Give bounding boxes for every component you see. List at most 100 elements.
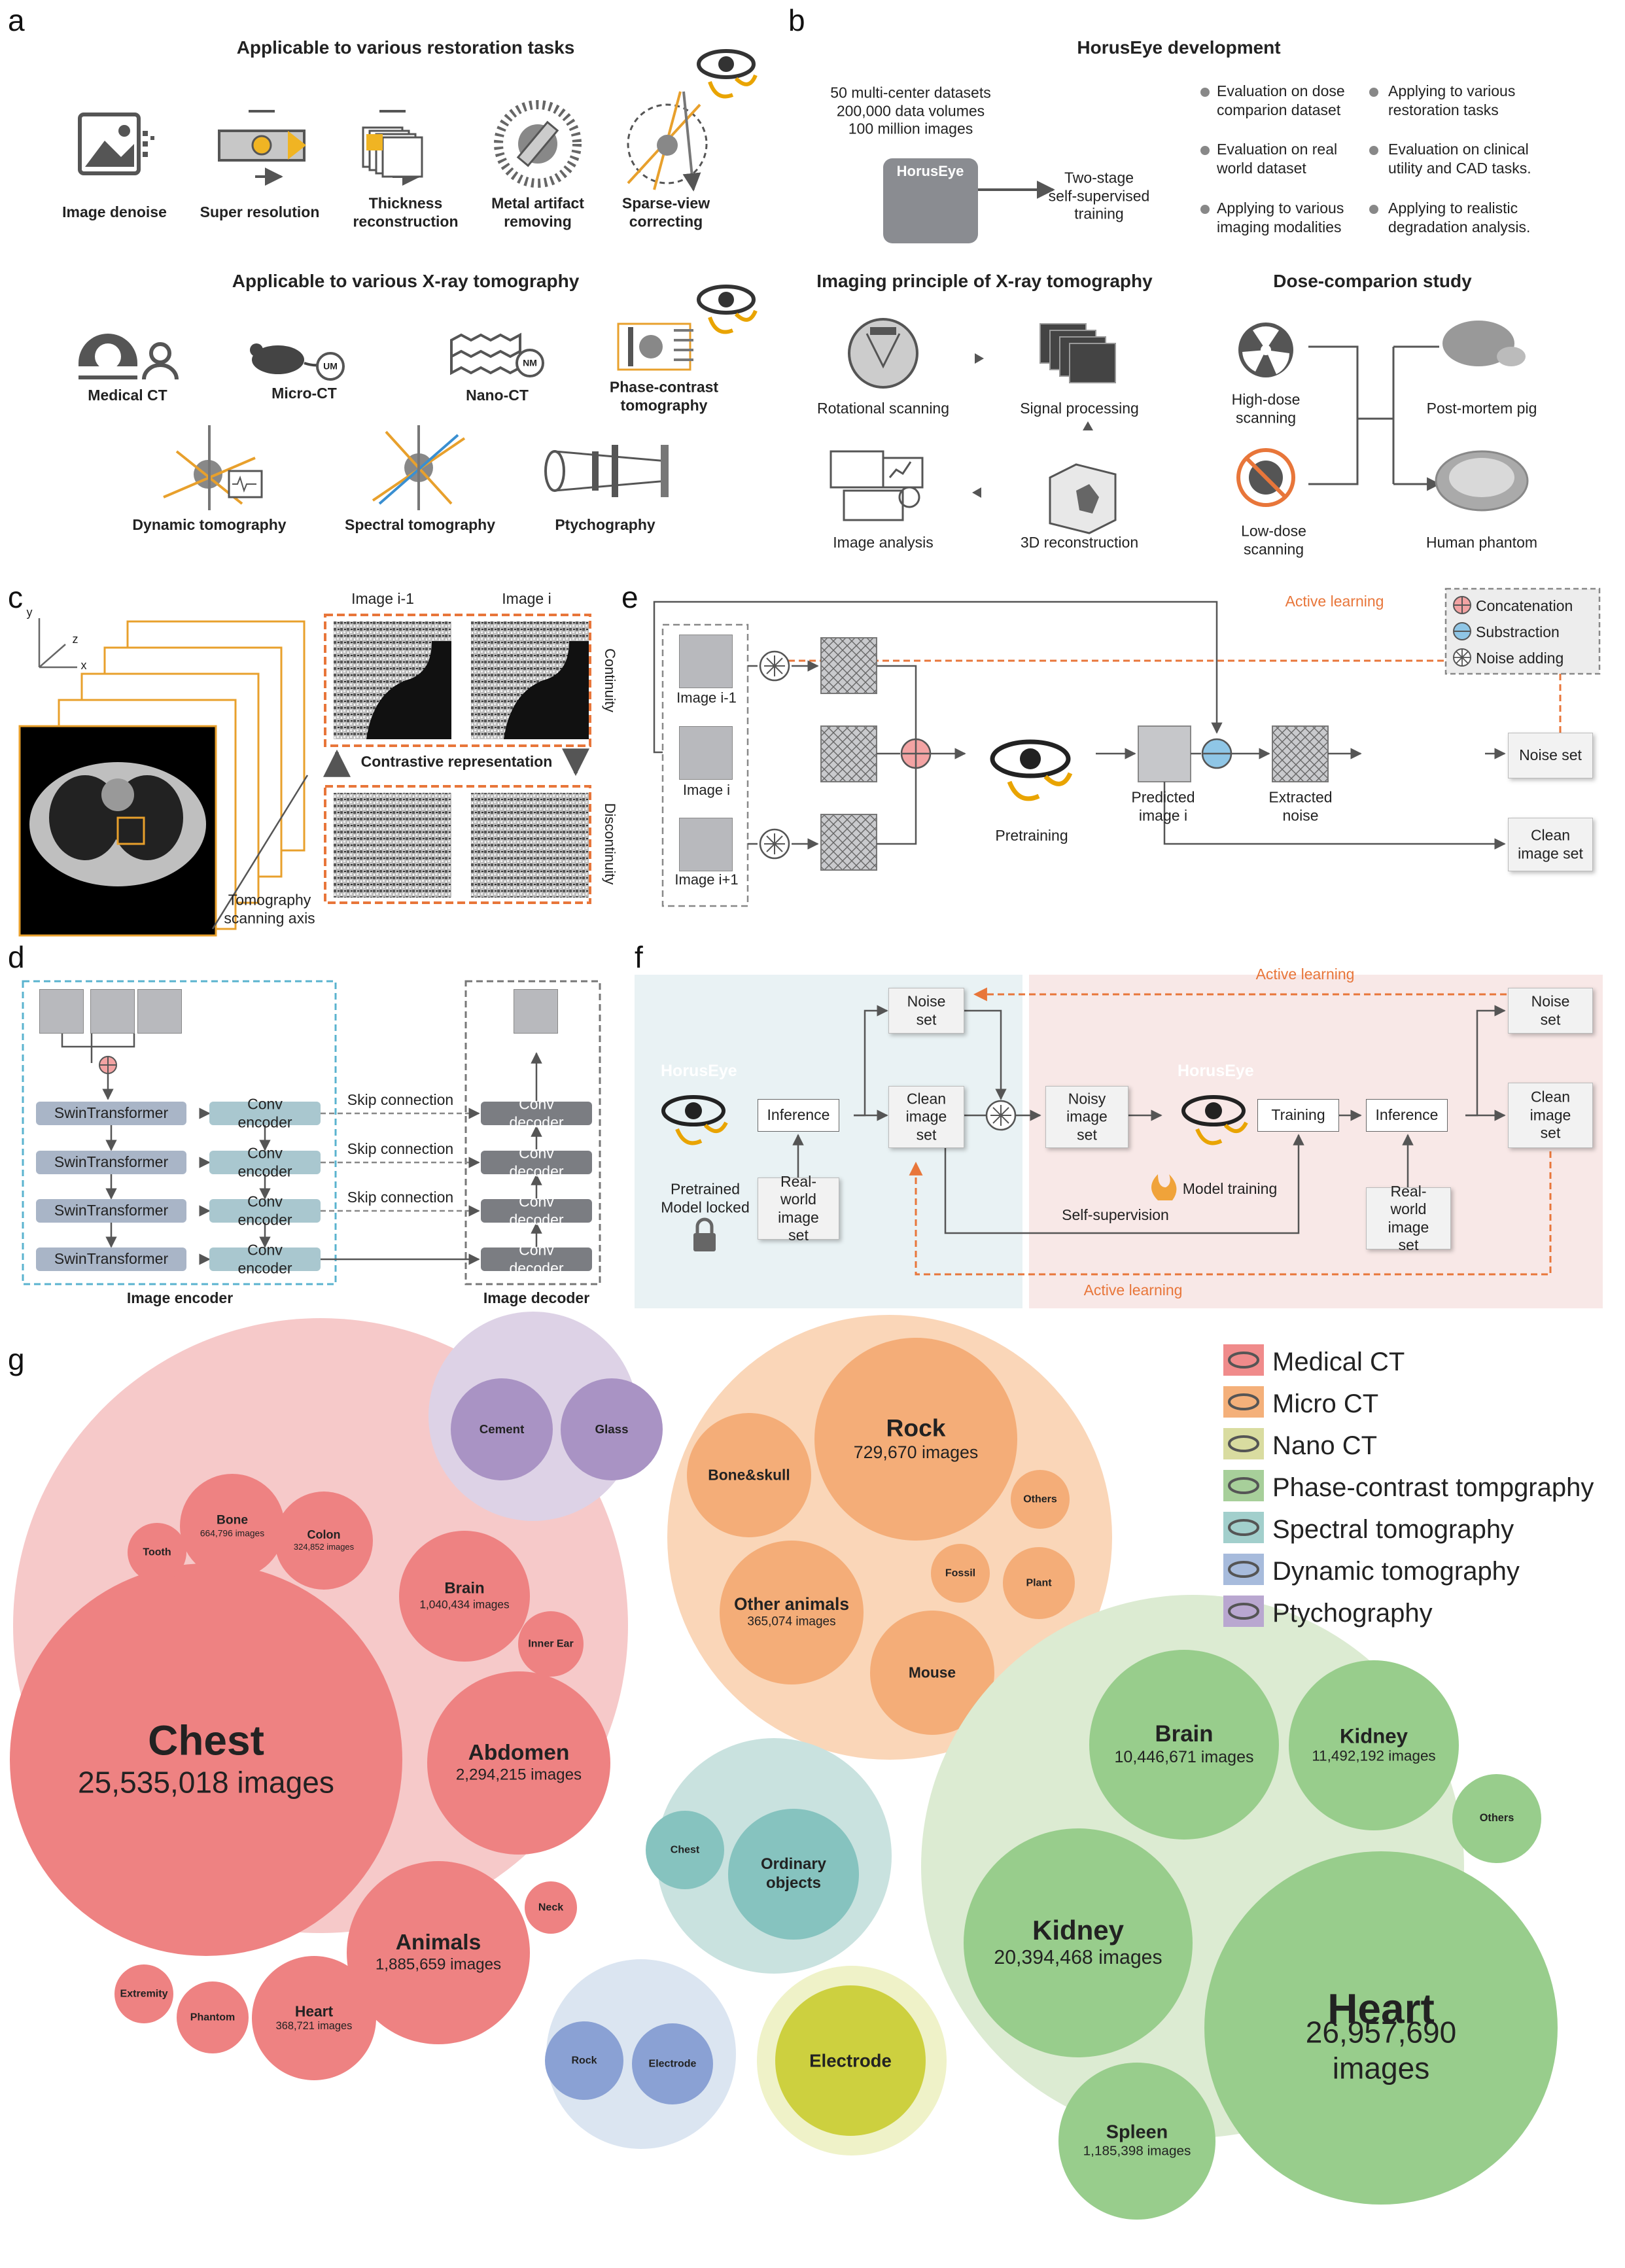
task-label: Metal artifact removing	[491, 194, 584, 230]
mouse-icon	[250, 343, 345, 381]
rotational-scanning-icon	[848, 318, 918, 389]
panel-label-c: c	[8, 580, 23, 614]
bubble-medical	[177, 1981, 249, 2053]
legend-label: Medical CT	[1272, 1348, 1405, 1376]
eye-icon	[1228, 1393, 1259, 1410]
radiation-icon	[1238, 323, 1293, 377]
bubble-dynamic	[632, 2023, 713, 2104]
eval-item: Evaluation on real world dataset	[1217, 141, 1338, 177]
medical-ct-icon	[79, 334, 179, 380]
bubble-label: Abdomen	[468, 1740, 570, 1765]
panel-a-graphics	[78, 49, 758, 510]
conv-encoder-block: Conv encoder	[209, 1095, 321, 1130]
clean-set-label: Clean image set	[1518, 826, 1583, 862]
eye-icon	[697, 285, 758, 334]
bubble-label: Plant	[1026, 1577, 1052, 1589]
conv-encoder-block: Conv encoder	[209, 1241, 321, 1276]
signal-processing-icon	[1040, 323, 1116, 383]
conv-encoder-block: Conv encoder	[209, 1144, 321, 1179]
bubble-label: Colon	[307, 1528, 341, 1542]
skip-label: Skip connection	[347, 1091, 454, 1109]
pretraining-label: Pretraining	[995, 827, 1068, 845]
dose-label: Post-mortem pig	[1426, 400, 1537, 417]
bubble-count: 1,040,434 images	[419, 1597, 510, 1611]
bubble-phase	[1204, 1851, 1558, 2205]
predicted-label: Predicted image i	[1131, 788, 1195, 824]
bubble-medical	[10, 1563, 402, 1956]
horuseye-label: HorusEye	[896, 162, 964, 179]
input-tile	[39, 989, 84, 1034]
dose-label: Low-dose scanning	[1241, 522, 1306, 557]
axis-z: z	[72, 633, 79, 646]
model-training-label: Model training	[1182, 1180, 1278, 1198]
bubble-phase	[1289, 1660, 1459, 1830]
panel-label-b: b	[788, 3, 805, 37]
dataset-stats: 50 multi-center datasets 200,000 data vo…	[830, 84, 991, 137]
bubble-medical	[518, 1611, 584, 1677]
swin-block: SwinTransformer	[36, 1247, 186, 1271]
bubble-label: Brain	[1155, 1721, 1214, 1747]
legend-concatenation: Concatenation	[1476, 597, 1573, 614]
ptychography-icon	[544, 445, 669, 497]
input-label: Image i+1	[674, 871, 739, 888]
bubble-spectral	[646, 1811, 724, 1889]
active-learning-label: Active learning	[1083, 1282, 1183, 1299]
modality-label: Medical CT	[88, 387, 167, 404]
modality-label: Ptychography	[555, 516, 655, 534]
bubble-count: 1,185,398 images	[1083, 2143, 1191, 2159]
image-denoise-icon	[78, 113, 154, 175]
active-learning-label: Active learning	[1285, 593, 1384, 610]
bubble-count: 368,721 images	[275, 2019, 353, 2032]
sparse-view-icon	[627, 91, 708, 192]
modality-label: Micro-CT	[271, 385, 337, 402]
input-image-next	[679, 818, 733, 871]
bubble-label: Other animals	[734, 1594, 849, 1614]
legend-label: Spectral tomography	[1272, 1515, 1514, 1544]
bubble-micro	[1011, 1470, 1070, 1529]
bubble-label: Bone&skull	[708, 1466, 790, 1484]
bubble-micro	[870, 1611, 994, 1735]
bubble-phase	[1058, 2063, 1215, 2220]
bubble-count: 729,670 images	[853, 1442, 979, 1463]
bubble-label: Others	[1023, 1493, 1057, 1505]
eval-item: Applying to various restoration tasks	[1388, 82, 1516, 118]
dynamic-tomography-icon	[163, 425, 263, 510]
eye-icon	[990, 739, 1073, 801]
discontinuity-label: Discontinuity	[602, 803, 619, 885]
bubble-medical	[399, 1531, 530, 1662]
modality-label: Dynamic tomography	[132, 516, 287, 534]
panel-e-graphics	[653, 587, 1601, 907]
bubble-label: Inner Ear	[528, 1638, 574, 1650]
input-label: Image i	[682, 781, 731, 798]
conv-decoder-block: Conv decoder	[481, 1193, 592, 1228]
pretrained-label: Pretrained Model locked	[661, 1180, 750, 1215]
encoder-label: Image encoder	[126, 1289, 234, 1307]
input-label: Image i-1	[676, 689, 737, 706]
bubble-label: Others	[1479, 1812, 1514, 1824]
input-tile	[137, 989, 182, 1034]
task-label: Sparse-view correcting	[621, 194, 710, 230]
bubble-label: Electrode	[648, 2058, 697, 2070]
horuseye-box	[883, 158, 978, 243]
training-label: Two-stage self-supervised training	[1048, 169, 1150, 222]
eval-item: Evaluation on clinical utility and CAD t…	[1388, 141, 1531, 177]
bubble-label: Heart	[1327, 1985, 1435, 2032]
skip-label: Skip connection	[347, 1140, 454, 1158]
bubble-micro	[687, 1413, 811, 1537]
development-title: HorusEye development	[1077, 37, 1281, 58]
bubble-label: Animals	[395, 1930, 481, 1955]
step-label: Rotational scanning	[816, 400, 950, 417]
step-label: Image analysis	[833, 534, 934, 551]
image-analysis-icon	[830, 450, 924, 521]
ct-stack	[18, 620, 306, 937]
bubble-micro	[1003, 1547, 1075, 1619]
bubble-medical	[128, 1523, 186, 1582]
phantom-icon	[1435, 450, 1529, 512]
legend-substraction: Substraction	[1476, 623, 1560, 640]
bubble-count: 2,294,215 images	[455, 1766, 582, 1784]
bubble-label: Cement	[479, 1422, 525, 1436]
horuseye-label: HorusEye	[661, 1062, 737, 1080]
lock-label: Lock model for test	[1162, 103, 1179, 224]
